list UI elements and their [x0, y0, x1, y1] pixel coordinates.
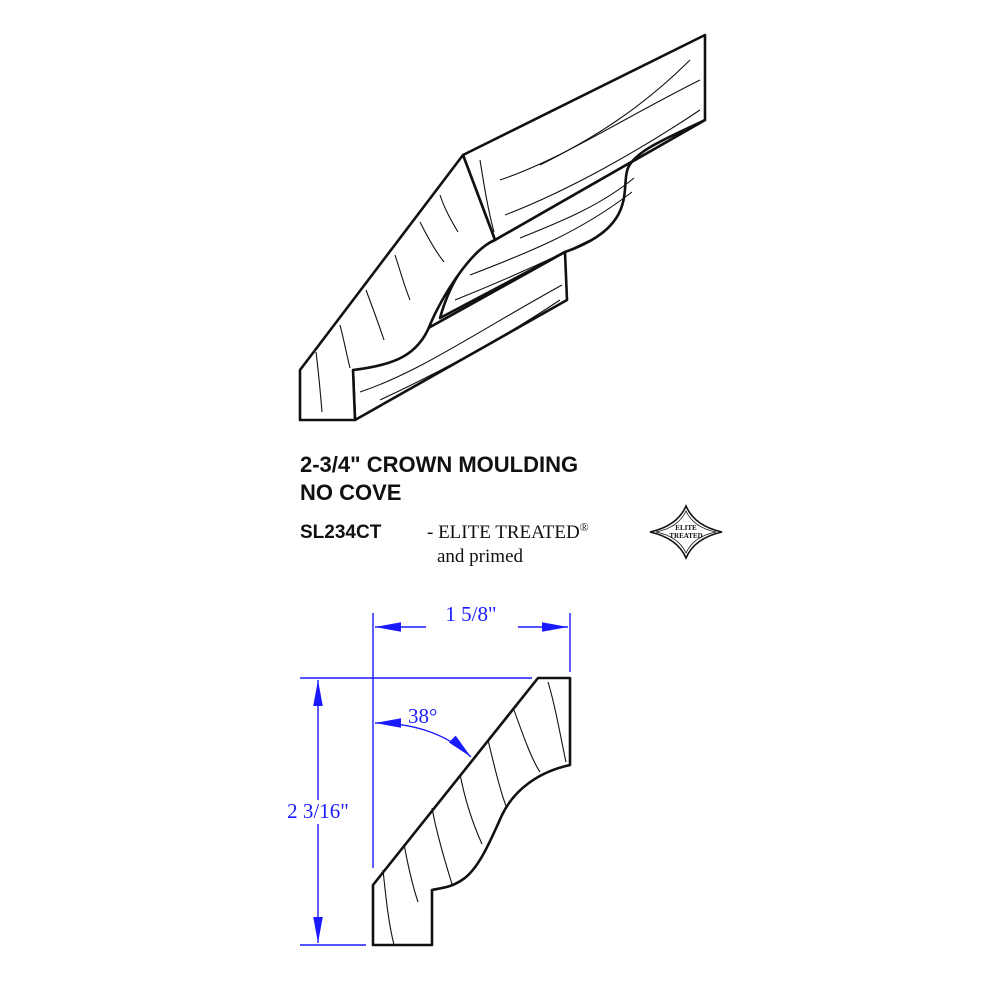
product-title-line2: NO COVE: [300, 480, 401, 505]
svg-text:· · ·: · · ·: [683, 541, 688, 545]
treatment-label: - ELITE TREATED®: [427, 520, 589, 543]
profile-view: [371, 676, 572, 947]
profile-grain: [382, 681, 567, 946]
logo-line1: ELITE: [675, 524, 697, 532]
elite-treated-diamond-icon: · · · ELITE TREATED · · ·: [649, 503, 723, 561]
angle-label: 38°: [408, 704, 437, 728]
logo-line2: TREATED: [669, 532, 702, 540]
product-title-line1: 2-3/4" CROWN MOULDING: [300, 452, 578, 477]
svg-text:· · ·: · · ·: [683, 520, 688, 524]
iso-step-grain: [359, 284, 563, 401]
width-label-bg: [426, 606, 518, 628]
registered-mark: ®: [580, 520, 589, 534]
profile-outline: [371, 676, 572, 947]
isometric-view: [298, 33, 707, 422]
dimension-lines: [300, 613, 571, 946]
treatment-text: - ELITE TREATED: [427, 522, 580, 543]
height-label: 2 3/16": [287, 799, 349, 823]
product-code: SL234CT: [300, 522, 382, 543]
height-label-bg: [272, 800, 364, 824]
finish-label: and primed: [437, 546, 524, 567]
width-label: 1 5/8": [445, 602, 496, 626]
angle-arc: [374, 718, 472, 758]
iso-top-grain: [499, 59, 701, 216]
iso-end-face: [298, 153, 497, 422]
iso-end-grain: [315, 159, 495, 413]
iso-curved-grain: [454, 177, 635, 301]
